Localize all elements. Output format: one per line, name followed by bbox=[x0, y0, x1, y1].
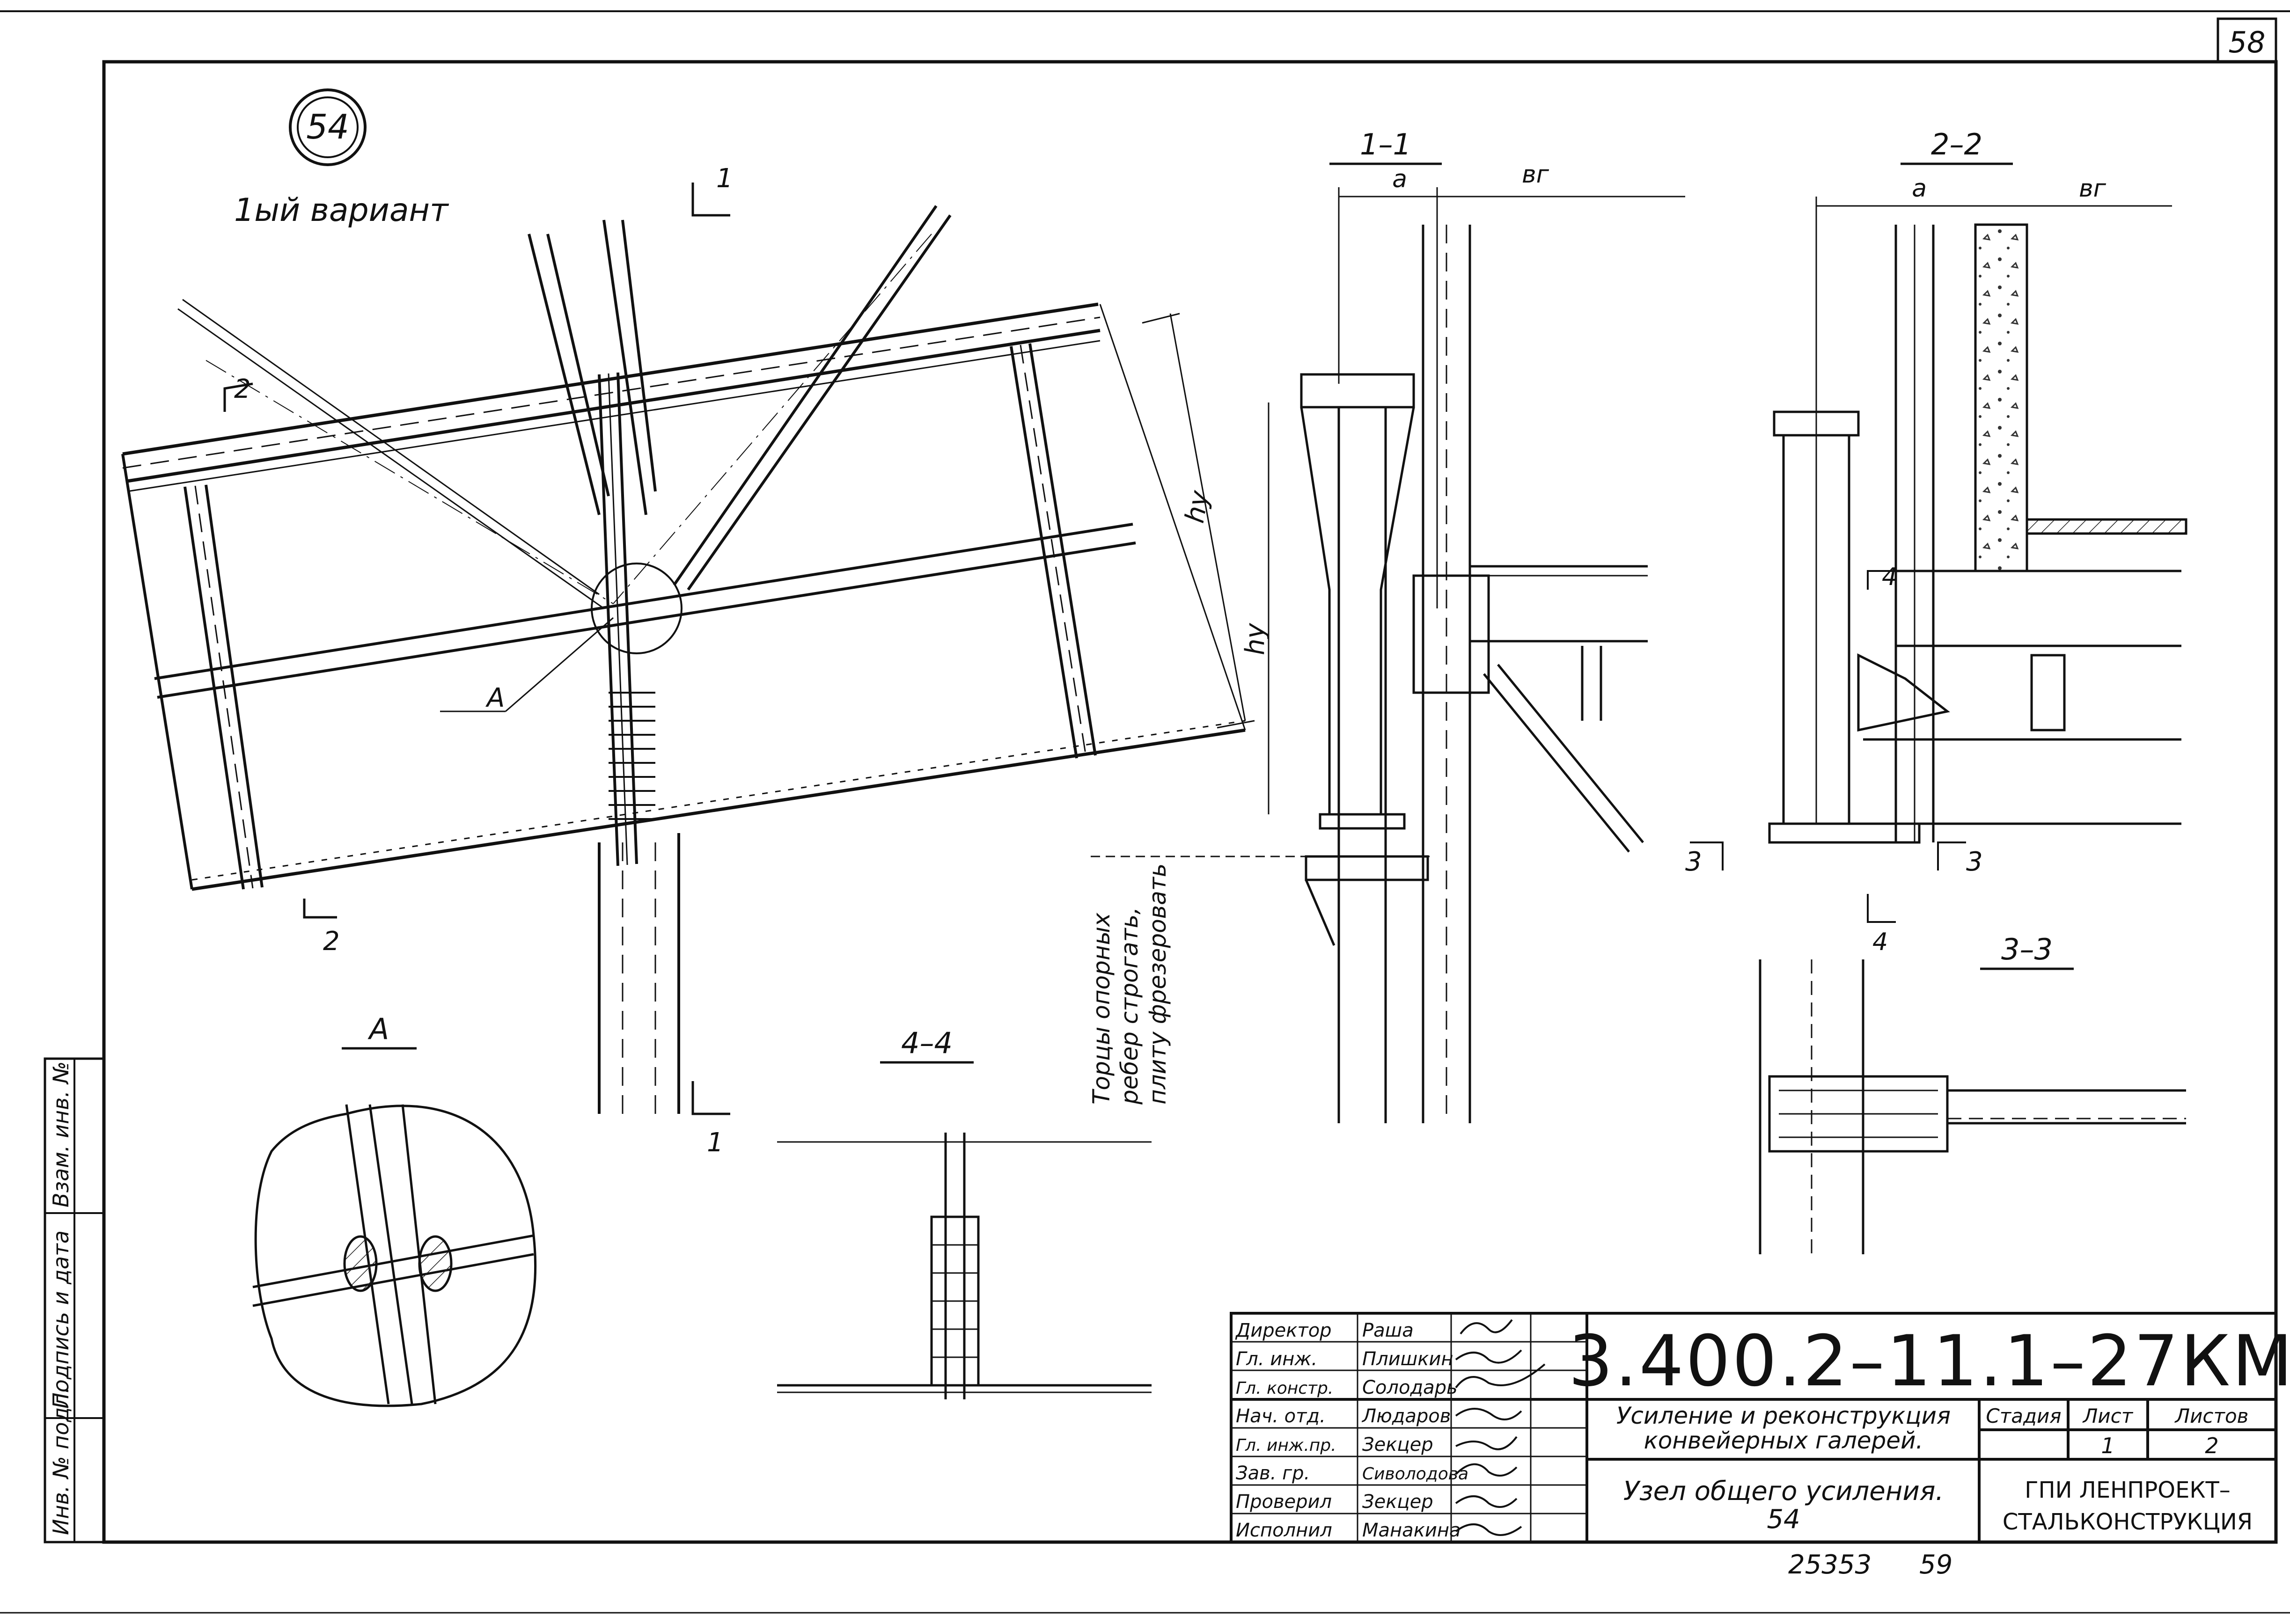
stamp-name-0: Раша bbox=[1362, 1320, 1414, 1341]
section-4-4-title: 4–4 bbox=[901, 1026, 953, 1060]
signatures bbox=[1455, 1319, 1546, 1536]
side-stamp-inv-repl: Взам. инв. № bbox=[48, 1061, 73, 1207]
side-stamp-inv-orig: Инв. № подл. bbox=[48, 1387, 73, 1535]
page-ref: 59 bbox=[1919, 1550, 1952, 1580]
svg-text:Торцы опорных: Торцы опорных bbox=[1088, 913, 1115, 1105]
node-number: 54 bbox=[306, 107, 349, 146]
section-2-2-view bbox=[1690, 197, 2187, 871]
mark-4-33: 4 bbox=[1872, 928, 1888, 956]
stamp-role-5: Зав. гр. bbox=[1236, 1463, 1310, 1484]
mark-1-bottom: 1 bbox=[707, 1127, 724, 1158]
sheet-title-1: Узел общего усиления. bbox=[1623, 1476, 1944, 1507]
drawing-code: 3.400.2–11.1–27КМ bbox=[1568, 1321, 2290, 1402]
side-stamp-sign-date: Подпись и дата bbox=[48, 1230, 73, 1409]
svg-text:ребер строгать,: ребер строгать, bbox=[1116, 907, 1143, 1105]
dim-bg-11: вг bbox=[1522, 161, 1549, 189]
stamp-name-4: Зекцер bbox=[1362, 1434, 1433, 1456]
dim-hu-11: hу bbox=[1240, 623, 1270, 655]
dim-bg-22: вг bbox=[2079, 175, 2107, 203]
dim-a-22: a bbox=[1912, 175, 1927, 203]
variant-label: 1ый вариант bbox=[234, 192, 449, 229]
sheet-frame bbox=[0, 10, 2290, 1614]
stage-label: Стадия bbox=[1986, 1405, 2061, 1427]
stamp-name-1: Плишкин bbox=[1362, 1348, 1453, 1370]
sheets-value: 2 bbox=[2205, 1433, 2218, 1458]
svg-text:плиту фрезеровать: плиту фрезеровать bbox=[1144, 863, 1171, 1105]
node-number-circle: 54 bbox=[289, 88, 367, 166]
project-title-1: Усиление и реконструкция bbox=[1616, 1402, 1951, 1429]
sheet-value: 1 bbox=[2101, 1433, 2114, 1458]
org-line-2: СТАЛЬКОНСТРУКЦИЯ bbox=[2003, 1509, 2253, 1535]
main-elevation-view bbox=[121, 183, 1255, 1115]
mark-3-left: 3 bbox=[1685, 847, 1702, 877]
machining-note: Торцы опорных ребер строгать, плиту фрез… bbox=[1088, 863, 1171, 1105]
page-number: 58 bbox=[2229, 25, 2266, 59]
detail-callout: А bbox=[485, 683, 505, 713]
stamp-role-0: Директор bbox=[1235, 1320, 1332, 1341]
sheets-label: Листов bbox=[2174, 1405, 2249, 1427]
stamp-role-3: Нач. отд. bbox=[1236, 1405, 1326, 1427]
stamp-name-3: Людаров bbox=[1361, 1405, 1451, 1427]
detail-a-view bbox=[252, 1104, 537, 1407]
title-block: Директор Раша Гл. инж. Плишкин Гл. конст… bbox=[1230, 1312, 2290, 1544]
stamp-name-7: Манакина bbox=[1362, 1520, 1461, 1541]
stamp-role-4: Гл. инж.пр. bbox=[1236, 1436, 1336, 1455]
mark-1-top: 1 bbox=[716, 163, 733, 194]
stamp-name-5: Сиволодова bbox=[1362, 1464, 1468, 1484]
dim-a-11: a bbox=[1392, 165, 1407, 193]
section-2-2-title: 2–2 bbox=[1931, 127, 1982, 161]
section-1-1-view bbox=[1268, 187, 1685, 1123]
stamp-name-2: Солодарь bbox=[1362, 1377, 1458, 1398]
stamp-role-7: Исполнил bbox=[1236, 1520, 1332, 1541]
sheet-label: Лист bbox=[2082, 1405, 2134, 1427]
mark-4-22: 4 bbox=[1882, 563, 1897, 591]
stamp-name-6: Зекцер bbox=[1362, 1491, 1433, 1513]
stamp-role-6: Проверил bbox=[1236, 1491, 1332, 1513]
section-1-1-title: 1–1 bbox=[1360, 127, 1411, 161]
mark-3-right: 3 bbox=[1966, 847, 1983, 877]
section-3-3-view bbox=[1759, 959, 2186, 1254]
sheet-title-2: 54 bbox=[1767, 1504, 1800, 1535]
detail-a-title: А bbox=[367, 1012, 389, 1046]
section-4-4-view bbox=[777, 1133, 1152, 1399]
org-line-1: ГПИ ЛЕНПРОЕКТ– bbox=[2025, 1477, 2231, 1503]
stamp-role-2: Гл. констр. bbox=[1236, 1379, 1333, 1398]
side-stamp: Инв. № подл. Подпись и дата Взам. инв. № bbox=[44, 1057, 105, 1544]
mark-2-left: 2 bbox=[234, 374, 251, 404]
stamp-role-1: Гл. инж. bbox=[1236, 1348, 1317, 1370]
archive-number: 25353 bbox=[1788, 1550, 1872, 1580]
mark-2-bottom: 2 bbox=[323, 926, 340, 957]
dim-hu-main: hу bbox=[1180, 488, 1215, 526]
section-3-3-title: 3–3 bbox=[2001, 932, 2053, 966]
project-title-2: конвейерных галерей. bbox=[1644, 1427, 1923, 1454]
